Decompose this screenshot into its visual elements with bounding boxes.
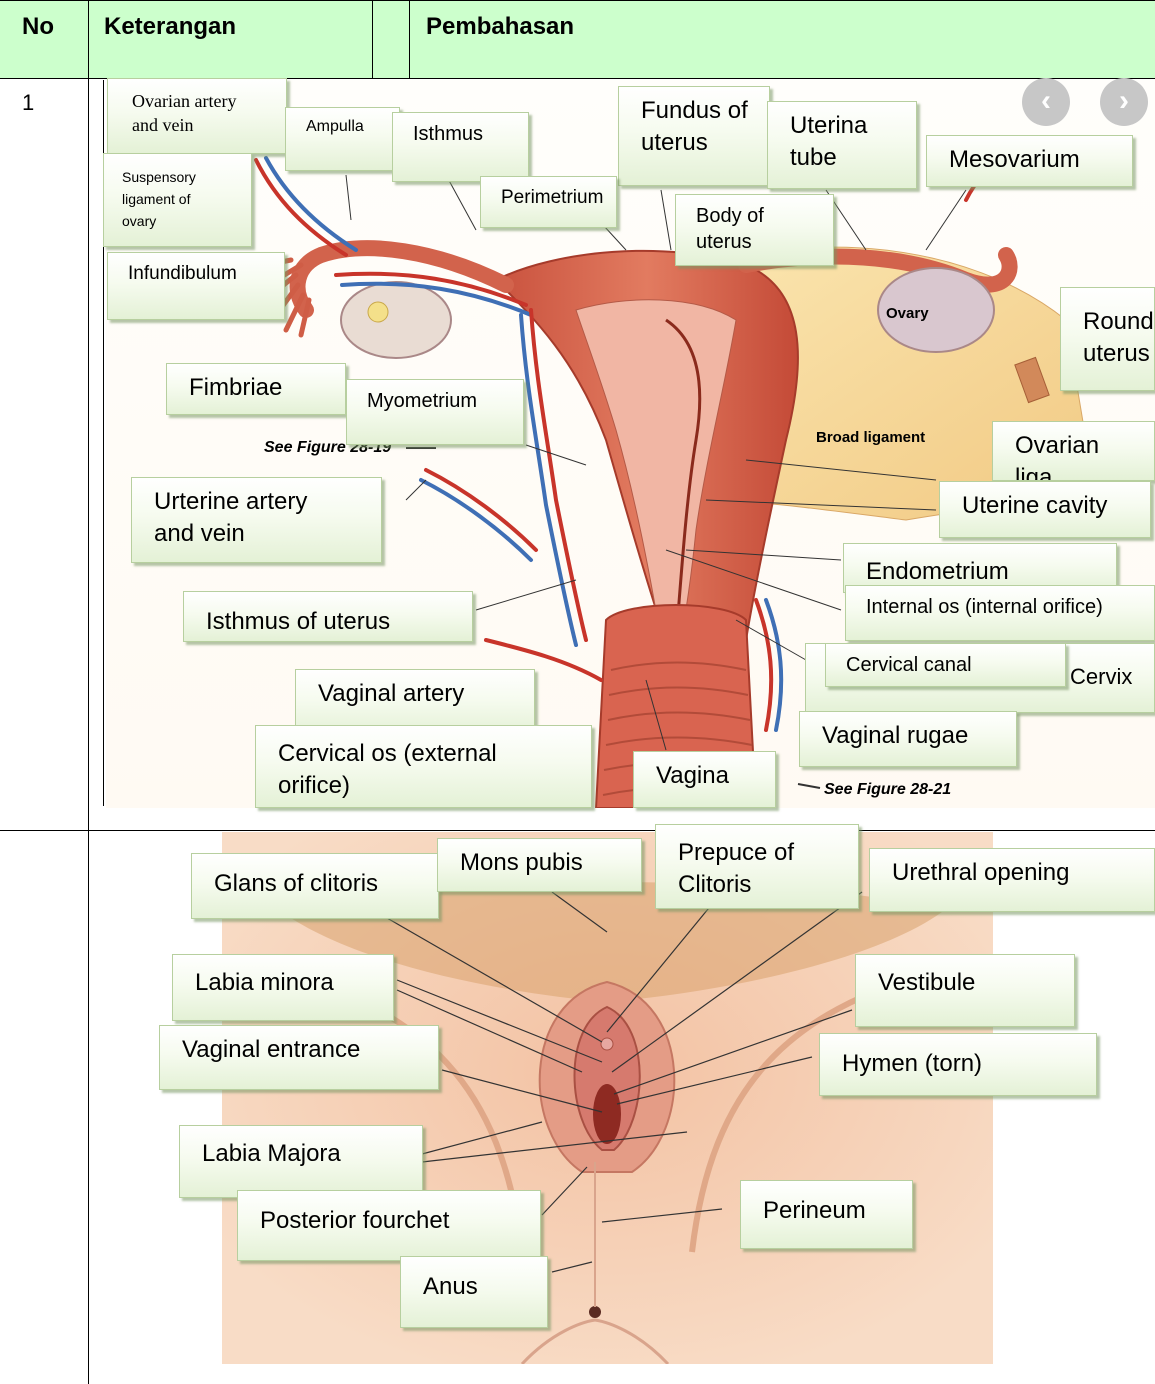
label-fimbriae: Fimbriae	[166, 363, 346, 415]
label-vestibule: Vestibule	[855, 954, 1075, 1027]
label-urethral-opening: Urethral opening	[869, 848, 1155, 912]
label-labia-majora: Labia Majora	[179, 1125, 423, 1198]
label-vaginal-rugae: Vaginal rugae	[799, 711, 1017, 767]
label-labia-minora: Labia minora	[172, 954, 394, 1021]
label-uterine-artery-vein: Urterine artery and vein	[131, 477, 382, 563]
label-isthmus: Isthmus	[392, 112, 529, 182]
header-no: No	[22, 13, 54, 41]
label-vagina: Vagina	[633, 751, 776, 808]
label-ovarian-ligament: Ovarian liga	[992, 421, 1155, 481]
label-mons-pubis: Mons pubis	[437, 838, 642, 892]
label-posterior-fourchet: Posterior fourchet	[237, 1190, 541, 1261]
label-glans-of-clitoris: Glans of clitoris	[191, 853, 439, 919]
label-infundibulum: Infundibulum	[107, 252, 285, 320]
header-keterangan: Keterangan	[104, 13, 236, 41]
label-vaginal-entrance: Vaginal entrance	[159, 1025, 439, 1090]
see-figure-ref-b: See Figure 28-21	[824, 781, 951, 798]
label-myometrium: Myometrium	[346, 379, 524, 445]
table-divider	[88, 0, 89, 1384]
chevron-left-icon[interactable]: ‹	[1022, 78, 1070, 126]
label-hymen-torn: Hymen (torn)	[819, 1033, 1097, 1096]
table-divider	[372, 0, 373, 78]
broad-ligament-caption: Broad ligament	[816, 429, 925, 446]
label-prepuce-of-clitoris: Prepuce of Clitoris	[655, 824, 859, 909]
label-uterina-tube: Uterina tube	[767, 101, 917, 189]
row-number: 1	[22, 90, 34, 116]
label-cervical-os: Cervical os (external orifice)	[255, 725, 592, 808]
table-border	[0, 830, 1155, 831]
table-divider	[409, 0, 410, 78]
label-cervical-canal: Cervical canal	[825, 643, 1066, 687]
label-perineum: Perineum	[740, 1180, 913, 1249]
label-internal-os: Internal os (internal orifice)	[845, 585, 1155, 641]
label-body-of-uterus: Body of uterus	[675, 194, 834, 266]
header-pembahasan: Pembahasan	[426, 13, 574, 41]
label-mesovarium: Mesovarium	[926, 135, 1133, 187]
label-anus: Anus	[400, 1256, 548, 1328]
label-fundus-of-uterus: Fundus of uterus	[618, 86, 770, 186]
chevron-right-icon[interactable]: ›	[1100, 78, 1148, 126]
label-isthmus-of-uterus: Isthmus of uterus	[183, 591, 473, 642]
label-uterine-cavity: Uterine cavity	[939, 481, 1151, 538]
label-ovarian-artery-vein: Ovarian artery and vein	[107, 78, 287, 154]
label-ampulla: Ampulla	[285, 107, 400, 171]
label-perimetrium: Perimetrium	[480, 176, 617, 228]
table-border	[0, 0, 1155, 1]
label-suspensory-ligament: Suspensory ligament of ovary	[103, 153, 252, 247]
ovary-caption: Ovary	[886, 305, 929, 322]
label-round-uterus: Round uterus	[1060, 287, 1155, 391]
